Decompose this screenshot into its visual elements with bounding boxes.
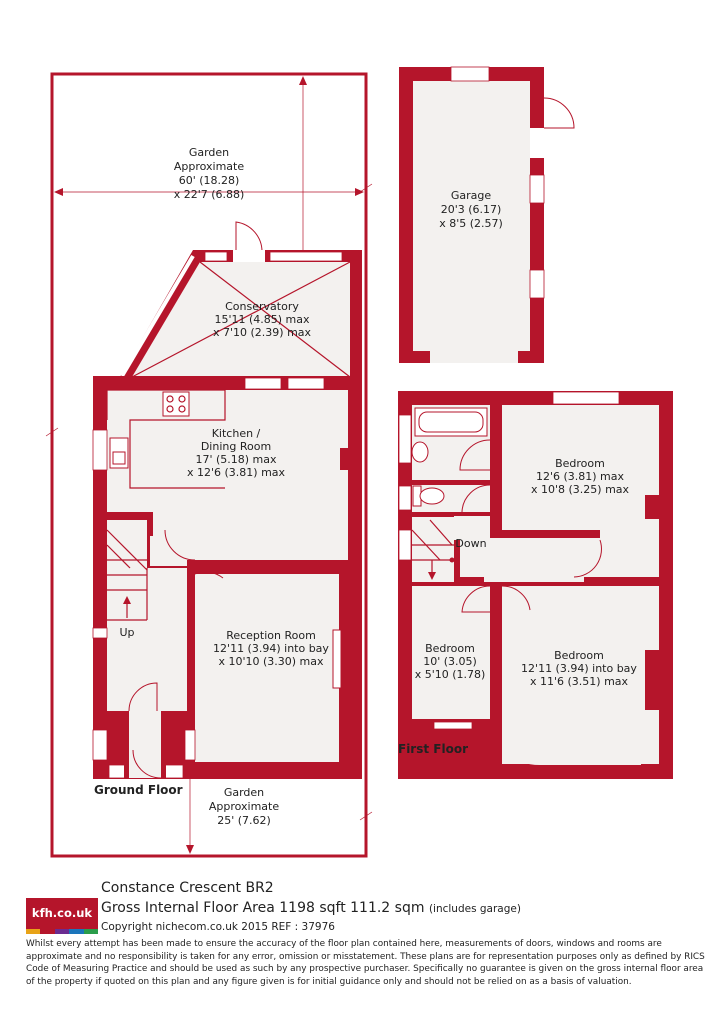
- garage-label: Garage 20'3 (6.17) x 8'5 (2.57): [439, 189, 503, 230]
- bedroom3-label: Bedroom 10' (3.05) x 5'10 (1.78): [415, 642, 486, 681]
- logo-strip-segment: [26, 929, 41, 934]
- kitchen-name: Kitchen /: [212, 427, 261, 440]
- conservatory-label: Conservatory 15'11 (4.85) max x 7'10 (2.…: [213, 300, 312, 339]
- garage-name: Garage: [451, 189, 492, 202]
- copyright: Copyright nichecom.co.uk 2015 REF : 3797…: [101, 921, 335, 933]
- bedroom2-dim2: x 11'6 (3.51) max: [530, 675, 629, 688]
- bedroom1-name: Bedroom: [555, 457, 605, 470]
- kitchen-dim1: 17' (5.18) max: [195, 453, 277, 466]
- kitchen-dim2: x 12'6 (3.81) max: [187, 466, 286, 479]
- floor-plan: Garden Approximate 60' (18.28) x 22'7 (6…: [45, 66, 673, 858]
- garden-rear-label: Garden Approximate 60' (18.28) x 22'7 (6…: [174, 146, 245, 201]
- first-floor: [398, 391, 673, 779]
- stairs-up-label: Up: [119, 626, 134, 639]
- garden-rear-dim2: x 22'7 (6.88): [174, 188, 245, 201]
- agency-logo[interactable]: kfh.co.uk: [26, 898, 98, 934]
- reception-label: Reception Room 12'11 (3.94) into bay x 1…: [213, 629, 329, 668]
- reception-dim2: x 10'10 (3.30) max: [218, 655, 324, 668]
- conservatory-name: Conservatory: [225, 300, 299, 313]
- garden-front-label: Garden Approximate 25' (7.62): [209, 786, 279, 827]
- floor-area-note: (includes garage): [428, 903, 521, 915]
- footer: kfh.co.uk Constance Crescent BR2 Gross I…: [0, 875, 715, 1033]
- logo-color-strip: [26, 929, 98, 934]
- conservatory-dim1: 15'11 (4.85) max: [214, 313, 310, 326]
- garage-dim1: 20'3 (6.17): [441, 203, 502, 216]
- logo-strip-segment: [40, 929, 55, 934]
- garden-front-name: Garden: [224, 786, 264, 799]
- garden-rear-name: Garden: [189, 146, 229, 159]
- conservatory-dim2: x 7'10 (2.39) max: [213, 326, 312, 339]
- garage: [399, 66, 575, 363]
- kitchen-name-line2: Dining Room: [201, 440, 271, 453]
- garden-rear-approx: Approximate: [174, 160, 244, 173]
- logo-strip-segment: [83, 929, 98, 934]
- garage-dim2: x 8'5 (2.57): [439, 217, 503, 230]
- reception-name: Reception Room: [226, 629, 316, 642]
- bedroom3-dim1: 10' (3.05): [423, 655, 477, 668]
- logo-strip-segment: [69, 929, 84, 934]
- floor-area-main: Gross Internal Floor Area 1198 sqft 111.…: [101, 900, 425, 916]
- logo-strip-segment: [54, 929, 70, 934]
- ground-floor-label: Ground Floor: [94, 783, 183, 797]
- reception-dim1: 12'11 (3.94) into bay: [213, 642, 329, 655]
- property-address: Constance Crescent BR2: [101, 880, 274, 896]
- bedroom2-label: Bedroom 12'11 (3.94) into bay x 11'6 (3.…: [521, 649, 637, 688]
- garden-front-approx: Approximate: [209, 800, 279, 813]
- bedroom1-dim1: 12'6 (3.81) max: [536, 470, 625, 483]
- kitchen-label: Kitchen / Dining Room 17' (5.18) max x 1…: [187, 427, 286, 479]
- first-floor-label: First Floor: [398, 742, 468, 756]
- bedroom3-dim2: x 5'10 (1.78): [415, 668, 486, 681]
- bedroom3-name: Bedroom: [425, 642, 475, 655]
- garden-front-dim1: 25' (7.62): [217, 814, 271, 827]
- garden-boundary: [45, 72, 373, 858]
- garden-rear-dim1: 60' (18.28): [179, 174, 240, 187]
- logo-text: kfh.co.uk: [31, 906, 93, 920]
- bedroom1-dim2: x 10'8 (3.25) max: [531, 483, 630, 496]
- conservatory: [116, 221, 362, 384]
- bedroom2-name: Bedroom: [554, 649, 604, 662]
- stairs-down-label: Down: [455, 537, 486, 550]
- ground-floor: [92, 376, 362, 779]
- floor-area: Gross Internal Floor Area 1198 sqft 111.…: [101, 900, 521, 916]
- bedroom2-dim1: 12'11 (3.94) into bay: [521, 662, 637, 675]
- disclaimer: Whilst every attempt has been made to en…: [26, 939, 705, 987]
- bedroom1-label: Bedroom 12'6 (3.81) max x 10'8 (3.25) ma…: [531, 457, 630, 496]
